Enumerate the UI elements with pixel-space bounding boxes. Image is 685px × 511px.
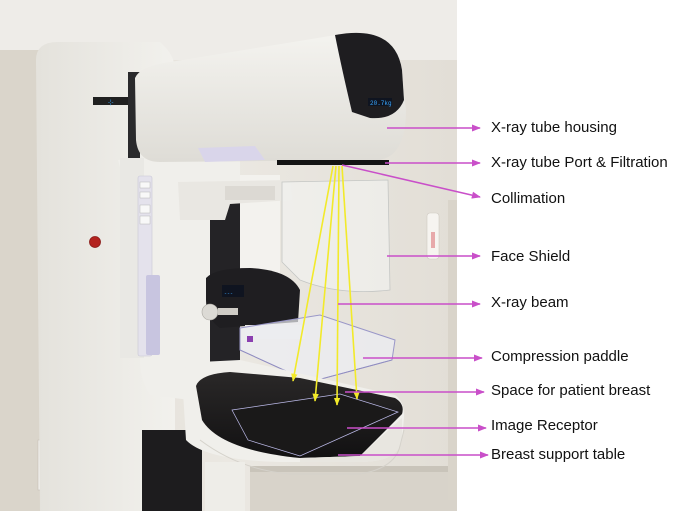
label-compression-paddle: Compression paddle — [491, 348, 629, 365]
label-xray-beam: X-ray beam — [491, 294, 569, 311]
label-face-shield: Face Shield — [491, 248, 571, 265]
xray-beam-lines — [291, 165, 360, 406]
pointer-arrows — [338, 124, 489, 459]
label-tube-port: X-ray tube Port & Filtration — [491, 154, 668, 171]
label-patient-space: Space for patient breast — [491, 382, 651, 399]
label-collimation: Collimation — [491, 190, 566, 207]
svg-text:-¦-: -¦- — [108, 100, 114, 106]
svg-text:20.7kg: 20.7kg — [370, 100, 392, 107]
arrow-collimation — [341, 164, 481, 199]
label-support-table: Breast support table — [491, 446, 626, 463]
label-tube-housing: X-ray tube housing — [491, 119, 617, 136]
photo: -¦- 20.7kg - — [0, 0, 457, 511]
svg-text:---: --- — [224, 291, 233, 297]
label-image-receptor: Image Receptor — [491, 417, 598, 434]
